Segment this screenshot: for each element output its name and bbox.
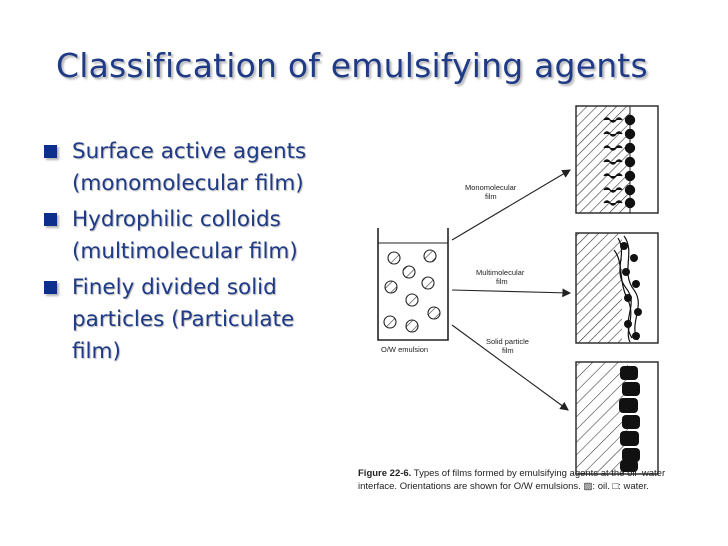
slide-title: Classification of emulsifying agents (56, 46, 648, 85)
solid-particle-film-panel (575, 361, 659, 475)
oil-droplets (383, 249, 441, 333)
film-label: film (502, 346, 514, 355)
bullet-list: Surface active agents (monomolecular fil… (42, 136, 372, 368)
square-bullet-icon (44, 213, 57, 226)
film-arrows (451, 169, 572, 411)
bullet-text: Finely divided solid particles (Particul… (72, 275, 295, 364)
film-label: Monomolecular (465, 183, 517, 192)
film-label: film (496, 277, 508, 286)
figure-caption: Figure 22-6. Types of films formed by em… (358, 467, 678, 493)
emulsion-film-figure: O/W emulsion Monomolecular film Multimol… (377, 105, 659, 475)
film-label: Multimolecular (476, 268, 525, 277)
monomolecular-film-panel (575, 105, 659, 214)
square-bullet-icon (44, 281, 57, 294)
film-label: Solid particle (486, 337, 529, 346)
bullet-text: Surface active agents (monomolecular fil… (72, 139, 307, 196)
caption-number: Figure 22-6. (358, 468, 412, 479)
bullet-item: Hydrophilic colloids (multimolecular fil… (42, 204, 372, 268)
bullet-text: Hydrophilic colloids (multimolecular fil… (72, 207, 298, 264)
bullet-item: Finely divided solid particles (Particul… (42, 272, 372, 368)
bullet-item: Surface active agents (monomolecular fil… (42, 136, 372, 200)
film-label: film (485, 192, 497, 201)
emulsion-label: O/W emulsion (381, 345, 428, 354)
multimolecular-film-panel (575, 232, 659, 344)
square-bullet-icon (44, 145, 57, 158)
emulsion-beaker (377, 228, 449, 341)
caption-text: Types of films formed by emulsifying age… (358, 468, 666, 492)
